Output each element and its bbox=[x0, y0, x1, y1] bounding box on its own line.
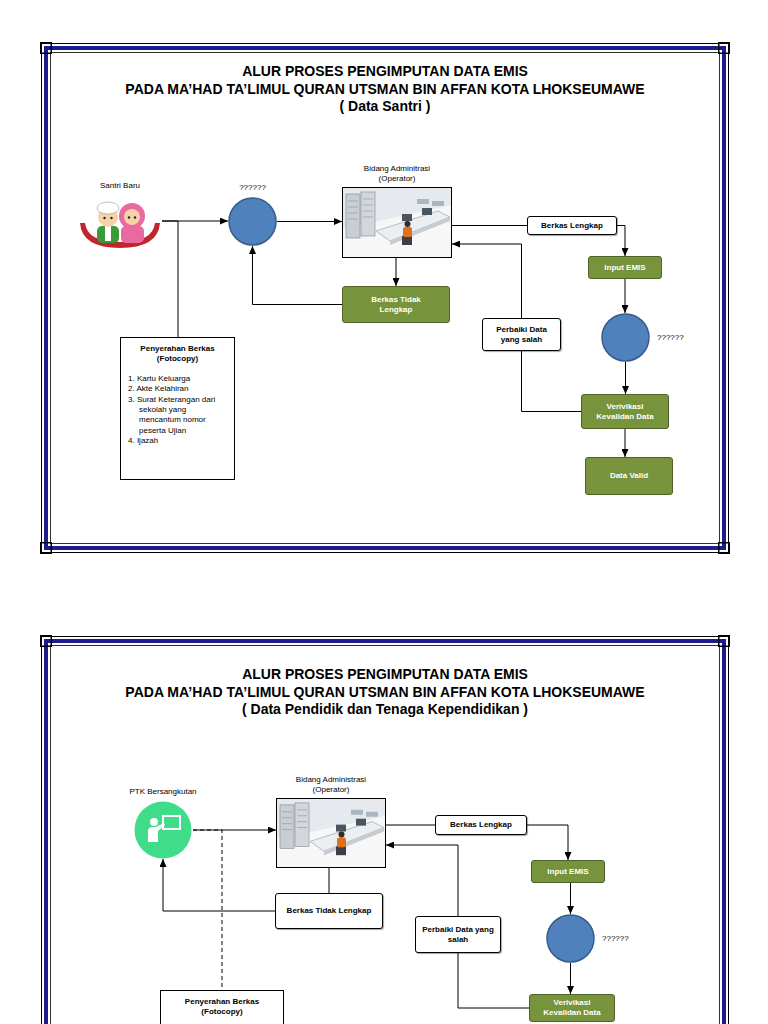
connector bbox=[193, 830, 222, 990]
title-text: PADA MA’HAD TA’LIMUL QURAN UTSMAN BIN AF… bbox=[40, 81, 730, 99]
connector bbox=[253, 246, 343, 305]
connector bbox=[193, 830, 276, 831]
connector bbox=[163, 859, 275, 911]
title-text: ALUR PROSES PENGIMPUTAN DATA EMIS bbox=[40, 666, 730, 684]
box-text: Berkas Tidak Lengkap bbox=[361, 295, 431, 315]
operator-illustration bbox=[276, 798, 386, 868]
circle-shape bbox=[228, 197, 277, 246]
note-box: Perbaiki Data yang salah bbox=[415, 916, 501, 953]
connector bbox=[625, 429, 626, 457]
title-text: ( Data Santri ) bbox=[40, 98, 730, 116]
connector bbox=[162, 221, 178, 337]
connector bbox=[458, 953, 529, 1008]
box-text: Verivikasi Kevalidan Data bbox=[535, 998, 609, 1018]
box-text: Berkas Tidak Lengkap bbox=[287, 906, 372, 916]
connector bbox=[625, 279, 626, 313]
process-circle: ?????? bbox=[546, 914, 595, 963]
frame-line bbox=[42, 44, 729, 553]
frame-corner bbox=[41, 543, 52, 554]
page-frame: ALUR PROSES PENGIMPUTAN DATA EMISPADA MA… bbox=[40, 42, 730, 554]
box-text: Verivikasi Kevalidan Data bbox=[587, 402, 663, 422]
connector bbox=[277, 221, 342, 222]
box-text: Perbaiki Data yang salah bbox=[488, 325, 555, 345]
document-list-box: Penyerahan Berkas (Fotocopy) bbox=[160, 990, 284, 1024]
list-item: 3. Surat Keterangan dari sekolah yang me… bbox=[128, 395, 227, 437]
frame-band bbox=[46, 48, 724, 548]
status-box: Berkas Lengkap bbox=[435, 815, 527, 835]
operator-box: Bidang Administrasi (Operator) bbox=[276, 798, 386, 868]
connector bbox=[570, 883, 571, 914]
connector bbox=[625, 362, 626, 394]
process-circle: ?????? bbox=[228, 197, 277, 246]
process-box: Input EMIS bbox=[588, 256, 662, 279]
connector bbox=[396, 258, 397, 286]
list-item: 4. Ijazah bbox=[128, 436, 227, 446]
title-block: ALUR PROSES PENGIMPUTAN DATA EMISPADA MA… bbox=[40, 666, 730, 719]
box-text: Input EMIS bbox=[547, 867, 588, 877]
circle-fill bbox=[229, 198, 276, 245]
status-box: Berkas Lengkap bbox=[527, 216, 617, 235]
title-text: ALUR PROSES PENGIMPUTAN DATA EMIS bbox=[40, 63, 730, 81]
list-item: 1. Kartu Keluarga bbox=[128, 374, 227, 384]
connector bbox=[386, 845, 458, 916]
connector bbox=[570, 963, 571, 994]
actor-icon: Santri Baru bbox=[78, 195, 162, 249]
frame-corner bbox=[41, 43, 52, 54]
node-label: Bidang Adminitrasi (Operator) bbox=[347, 164, 447, 184]
frame-corner bbox=[719, 636, 730, 647]
circle-fill bbox=[602, 314, 649, 361]
connector bbox=[452, 244, 522, 318]
process-box: Verivikasi Kevalidan Data bbox=[529, 994, 615, 1022]
title-text: ( Data Pendidik dan Tenaga Kependidikan … bbox=[40, 701, 730, 719]
title-block: ALUR PROSES PENGIMPUTAN DATA EMISPADA MA… bbox=[40, 63, 730, 116]
node-label: Santri Baru bbox=[80, 181, 160, 191]
actor-icon: PTK Bersangkutan bbox=[133, 801, 193, 859]
document-list-box: Penyerahan Berkas (Fotocopy) 1. Kartu Kel… bbox=[120, 337, 235, 480]
node-label: ?????? bbox=[228, 183, 278, 193]
frame-corner bbox=[41, 636, 52, 647]
santri-illustration bbox=[78, 195, 162, 249]
frame-corner bbox=[719, 43, 730, 54]
connector bbox=[617, 226, 625, 257]
status-box: Berkas Tidak Lengkap bbox=[275, 893, 383, 929]
teacher-illustration bbox=[133, 801, 193, 859]
frame-corner bbox=[719, 543, 730, 554]
connector bbox=[527, 825, 568, 860]
box-text: Berkas Lengkap bbox=[541, 221, 603, 231]
node-label: ?????? bbox=[657, 333, 684, 343]
page-frame: ALUR PROSES PENGIMPUTAN DATA EMISPADA MA… bbox=[40, 635, 730, 1024]
node-label: Bidang Administrasi (Operator) bbox=[281, 775, 381, 795]
result-box: Data Valid bbox=[585, 457, 673, 495]
connector bbox=[452, 225, 527, 226]
box-text: Perbaiki Data yang salah bbox=[421, 925, 495, 945]
operator-box: Bidang Adminitrasi (Operator) bbox=[342, 187, 452, 258]
list-heading: Penyerahan Berkas (Fotocopy) bbox=[128, 344, 227, 365]
connector bbox=[522, 351, 582, 412]
box-text: Data Valid bbox=[610, 471, 648, 481]
process-box: Verivikasi Kevalidan Data bbox=[581, 394, 669, 429]
connector bbox=[329, 868, 330, 893]
title-text: PADA MA’HAD TA’LIMUL QURAN UTSMAN BIN AF… bbox=[40, 684, 730, 702]
circle-shape bbox=[601, 313, 650, 362]
connector bbox=[386, 825, 435, 826]
frame-line bbox=[51, 53, 720, 544]
list-heading: Penyerahan Berkas (Fotocopy) bbox=[168, 997, 276, 1018]
process-box: Input EMIS bbox=[531, 860, 605, 883]
circle-shape bbox=[546, 914, 595, 963]
status-box: Berkas Tidak Lengkap bbox=[342, 286, 450, 323]
box-text: Berkas Lengkap bbox=[450, 820, 512, 830]
node-label: ?????? bbox=[602, 934, 629, 944]
list-item: 2. Akte Kelahiran bbox=[128, 384, 227, 394]
box-text: Input EMIS bbox=[604, 263, 645, 273]
node-label: PTK Bersangkutan bbox=[118, 787, 208, 797]
circle-fill bbox=[547, 915, 594, 962]
operator-illustration bbox=[342, 187, 452, 258]
process-circle: ?????? bbox=[601, 313, 650, 362]
note-box: Perbaiki Data yang salah bbox=[482, 318, 561, 351]
